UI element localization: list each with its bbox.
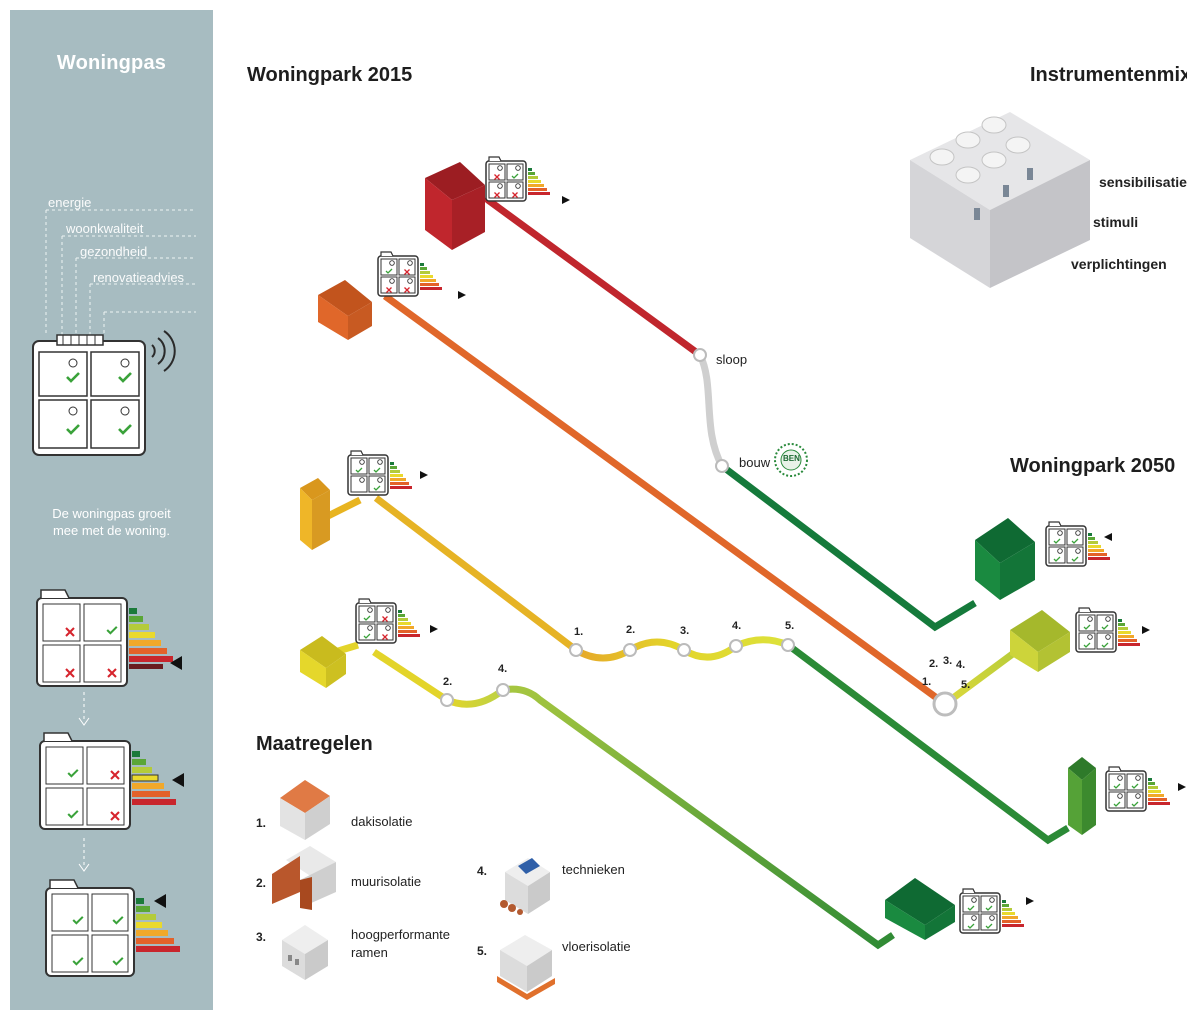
red-house-icon [425, 162, 485, 250]
step-o-2: 2. [929, 658, 939, 670]
maatregel-5-label: vloerisolatie [562, 939, 631, 954]
maatregel-1-label: dakisolatie [351, 814, 413, 829]
woningpas-card-yellow-orange [347, 450, 428, 496]
wall-insulation-icon [272, 846, 336, 910]
combined-step-node [932, 691, 958, 717]
sidebar-description: De woningpas groeit mee met de woning. [10, 505, 213, 539]
ben-badge-icon [774, 443, 808, 477]
sidebar-woningpas-card-large [32, 334, 146, 456]
woningpas-card-red [485, 156, 570, 204]
step-y-2: 2. [443, 676, 453, 688]
sidebar-description-line-1: De woningpas groeit [52, 506, 171, 521]
maatregel-3-num: 3. [256, 930, 267, 944]
woningpas-card-dark-green [1045, 521, 1112, 567]
floor-insulation-icon [497, 935, 555, 1000]
sidebar-card-step-1 [36, 589, 182, 687]
sidebar-item-woonkwaliteit: woonkwaliteit [66, 221, 144, 236]
sidebar-title: Woningpas [56, 52, 167, 74]
step-yo-2: 2. [626, 624, 636, 636]
green-house-bottom-icon [885, 878, 955, 940]
high-performance-windows-icon [282, 925, 328, 980]
instrument-stimuli: stimuli [1093, 214, 1139, 230]
instrument-sensibilisatie: sensibilisatie [1099, 174, 1187, 190]
maatregel-4-num: 4. [477, 864, 488, 878]
step-yo-4: 4. [732, 620, 742, 632]
woningpas-card-green-tower [1105, 766, 1186, 812]
maatregel-3-label-line-2: ramen [351, 945, 388, 960]
step-o-4: 4. [956, 659, 966, 671]
label-bouw: bouw [739, 455, 771, 470]
step-o-1: 1. [922, 676, 932, 688]
maatregel-3-label-line-1: hoogperformante [351, 927, 451, 942]
techniques-icon [500, 858, 550, 915]
step-o-3: 3. [943, 655, 953, 667]
sidebar-description-line-2: mee met de woning. [52, 523, 171, 538]
sidebar-item-renovatieadvies: renovatieadvies [93, 270, 185, 285]
header-woningpark-2015: Woningpark 2015 [247, 64, 413, 86]
sidebar-item-energie: energie [48, 195, 92, 210]
dark-green-house-icon [975, 518, 1035, 600]
yellow-orange-house-icon [300, 478, 330, 550]
roof-insulation-icon [280, 780, 330, 840]
green-tower-house-icon [1068, 757, 1096, 835]
label-ben: BEN [783, 454, 800, 463]
step-yo-1: 1. [574, 626, 584, 638]
orange-house-icon [318, 280, 372, 340]
step-yo-3: 3. [680, 625, 690, 637]
instrument-verplichtingen: verplichtingen [1071, 256, 1167, 272]
maatregel-5-num: 5. [477, 944, 488, 958]
sidebar-card-step-3 [45, 879, 180, 977]
step-y-4: 4. [498, 663, 508, 675]
lime-house-icon [1010, 610, 1070, 672]
maatregel-4-label: technieken [562, 862, 625, 877]
woningpas-card-lime [1075, 607, 1150, 653]
sidebar-card-step-2 [39, 732, 184, 830]
step-o-5: 5. [961, 679, 971, 691]
sidebar-item-gezondheid: gezondheid [80, 244, 148, 259]
label-sloop: sloop [716, 352, 748, 367]
maatregel-3-label: hoogperformante ramen [351, 926, 450, 962]
header-instrumentenmix: Instrumentenmix [1030, 64, 1187, 86]
wireless-signal-icon [151, 330, 176, 372]
yellow-house-icon [300, 636, 346, 688]
woningpas-card-green-bottom [959, 888, 1034, 934]
maatregel-2-num: 2. [256, 876, 267, 890]
maatregel-2-label: muurisolatie [351, 874, 422, 889]
instrument-mixer-icon [910, 112, 1090, 288]
woningpas-card-orange [377, 251, 466, 299]
maatregelen-title: Maatregelen [256, 733, 373, 755]
woningpas-card-yellow [355, 598, 438, 644]
maatregel-1-num: 1. [256, 816, 267, 830]
header-woningpark-2050: Woningpark 2050 [1010, 455, 1176, 477]
sidebar-connector-lines [45, 209, 196, 335]
step-yo-5: 5. [785, 620, 795, 632]
